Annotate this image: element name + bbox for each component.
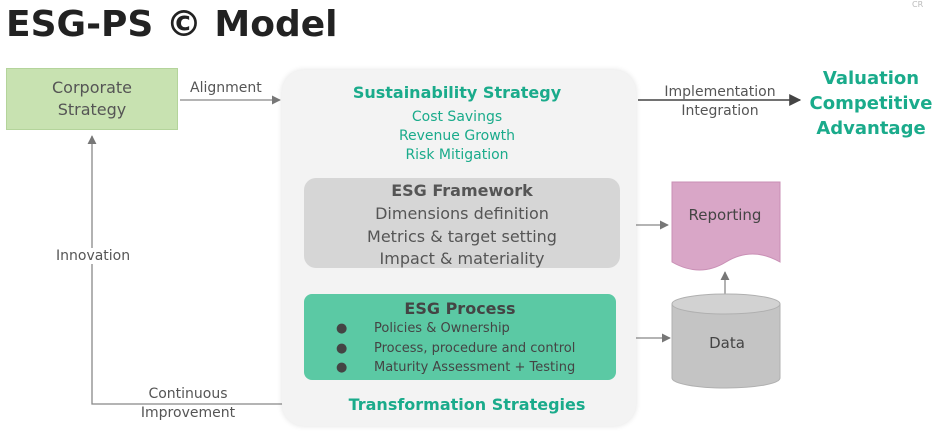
bullet-icon: ● xyxy=(336,321,348,336)
corporate-line1: Corporate xyxy=(52,78,132,97)
integration-label: Integration xyxy=(681,103,759,119)
page-title: ESG-PS © Model xyxy=(6,4,338,45)
process-item: Policies & Ownership xyxy=(374,321,510,336)
framework-item: Metrics & target setting xyxy=(367,227,557,246)
framework-item: Impact & materiality xyxy=(379,249,545,268)
valuation-advantage-label: Valuation Competitive Advantage xyxy=(806,66,936,141)
process-item: Maturity Assessment + Testing xyxy=(374,360,576,375)
bullet-icon: ● xyxy=(336,360,348,375)
data-label: Data xyxy=(709,334,745,352)
sustainability-item: Revenue Growth xyxy=(398,128,516,144)
improvement-label: Improvement xyxy=(134,405,242,421)
alignment-label: Alignment xyxy=(190,80,262,96)
data-cylinder-shape xyxy=(671,293,781,389)
esg-process-title: ESG Process xyxy=(404,299,516,318)
innovation-label: Innovation xyxy=(54,248,133,264)
valuation-line3: Advantage xyxy=(816,118,926,139)
corner-mark: CR xyxy=(912,0,924,9)
transformation-strategies-label: Transformation Strategies xyxy=(348,395,586,414)
esg-framework-box xyxy=(304,178,620,268)
reporting-label: Reporting xyxy=(688,206,762,224)
valuation-line1: Valuation xyxy=(822,68,920,89)
continuous-label: Continuous xyxy=(134,386,242,402)
corporate-line2: Strategy xyxy=(57,100,127,119)
sustainability-item: Cost Savings xyxy=(411,109,503,125)
sustainability-strategy-title: Sustainability Strategy xyxy=(352,83,562,102)
corporate-strategy-box: Corporate Strategy xyxy=(6,68,178,130)
innovation-loop-line xyxy=(87,135,346,405)
reporting-document-shape xyxy=(671,181,781,271)
sustainability-item: Risk Mitigation xyxy=(405,147,509,163)
process-item: Process, procedure and control xyxy=(374,341,576,356)
valuation-line2: Competitive xyxy=(809,93,933,114)
esg-process-box xyxy=(304,294,616,380)
framework-item: Dimensions definition xyxy=(375,204,549,223)
esg-framework-title: ESG Framework xyxy=(391,181,533,200)
implementation-label: Implementation xyxy=(664,84,776,100)
bullet-icon: ● xyxy=(336,341,348,356)
